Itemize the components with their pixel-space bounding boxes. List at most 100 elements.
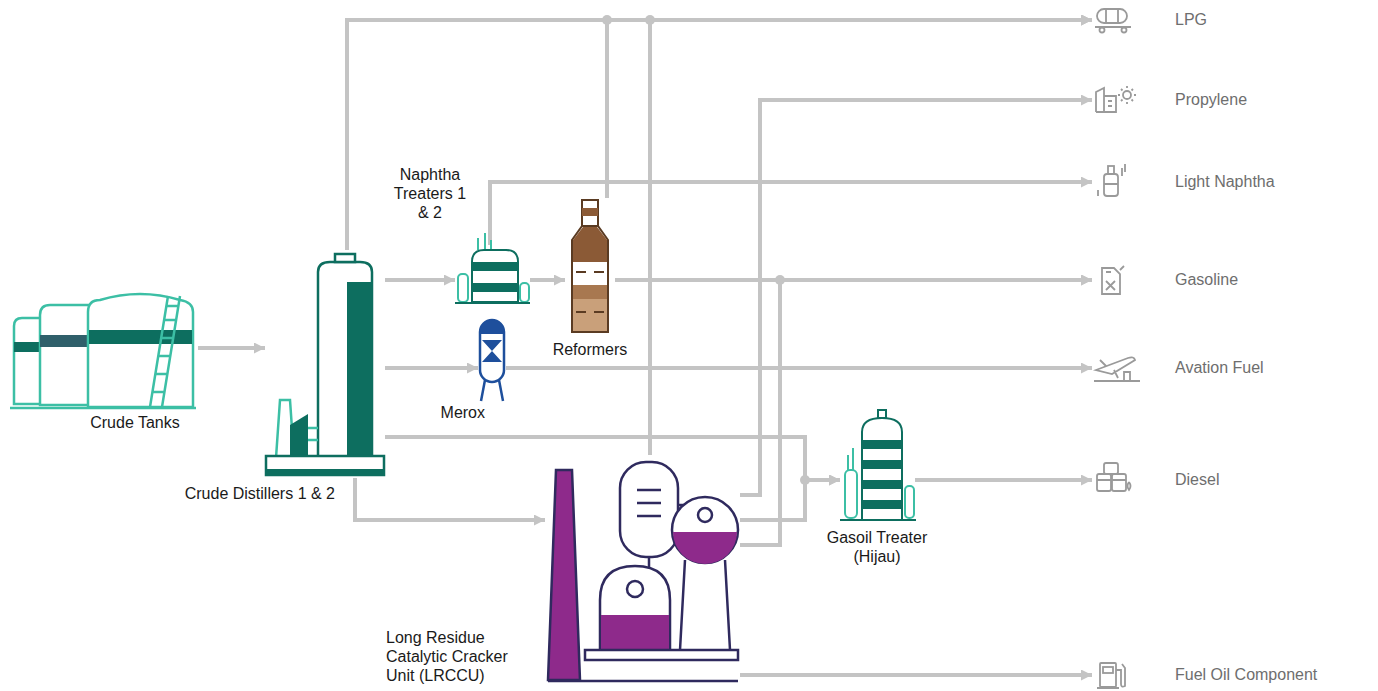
product-item: Fuel Oil Component (1092, 657, 1317, 691)
product-icon (1098, 164, 1125, 196)
cracker-illustration (627, 581, 643, 597)
product-icon (1096, 88, 1116, 112)
merox-illustration (480, 320, 504, 382)
cracker-illustration (680, 560, 730, 650)
product-icon (1104, 174, 1118, 196)
distiller-illustration (266, 254, 384, 476)
junction-dot (775, 275, 785, 285)
hijau-illustration (840, 519, 916, 521)
distiller-illustration (267, 469, 383, 475)
unit-label: Long Residue Catalytic Cracker Unit (LRC… (386, 628, 538, 685)
treater-illustration (455, 302, 530, 304)
product-label: Light Naphtha (1175, 164, 1275, 200)
product-icon (1122, 28, 1127, 33)
reformer-illustration (572, 200, 608, 332)
flow-line (347, 20, 1092, 250)
product-label: Propylene (1175, 82, 1247, 118)
cracker-illustration (620, 462, 678, 557)
cracker-illustration (672, 497, 738, 563)
unit-label: Merox (441, 403, 485, 422)
product-label: Fuel Oil Component (1175, 657, 1317, 691)
product-label: Avation Fuel (1175, 350, 1264, 386)
cracker-illustration (548, 470, 580, 680)
hijau-illustration (840, 410, 916, 520)
product-icon (1104, 463, 1118, 474)
unit-label: Crude Distillers 1 & 2 (185, 484, 335, 503)
hijau-illustration (905, 486, 914, 518)
product-item: Gasoline (1092, 262, 1238, 298)
flow-line (915, 478, 1092, 482)
reformer-illustration (582, 200, 598, 226)
product-icon (1097, 480, 1131, 490)
distiller-illustration (335, 254, 355, 262)
flow-line (385, 278, 455, 282)
process-unit: Crude Tanks (10, 292, 198, 410)
flow-line (740, 100, 1092, 495)
distiller-illustration (318, 262, 372, 476)
process-unit: Merox (478, 315, 506, 403)
treater-illustration (472, 262, 518, 271)
reformer-illustration (572, 226, 608, 332)
cracker-illustration (601, 615, 669, 649)
cracker-illustration (673, 532, 737, 564)
hijau-illustration (862, 480, 902, 489)
junction-dot (602, 15, 810, 485)
flow-line (355, 478, 545, 520)
merox-illustration (482, 340, 502, 362)
distiller-illustration (308, 428, 318, 440)
treater-illustration (472, 283, 518, 292)
product-icon (1100, 28, 1105, 33)
product-icon (1094, 357, 1140, 381)
tank-illustration (88, 294, 193, 407)
cracker-illustration (548, 680, 738, 683)
hijau-illustration (862, 460, 902, 469)
product-icon (1095, 9, 1131, 27)
product-item: Propylene (1092, 82, 1247, 118)
product-icon (1103, 667, 1113, 673)
product-icon (1102, 266, 1124, 294)
merox-illustration (480, 320, 504, 401)
reformer-illustration (573, 285, 607, 299)
flow-line (740, 280, 1092, 545)
treater-illustration (458, 274, 468, 302)
flow-line (607, 20, 1092, 198)
product-icon (1112, 474, 1126, 491)
process-unit: Naphtha Treaters 1 & 2 (455, 245, 530, 305)
distiller-illustration (290, 414, 308, 458)
hijau-illustration (878, 410, 886, 418)
flow-line (740, 673, 1092, 677)
hijau-illustration (862, 440, 902, 449)
unit-label: Reformers (553, 340, 628, 359)
reformer-illustration (582, 208, 598, 216)
cracker-illustration (585, 650, 738, 660)
distiller-illustration (266, 456, 384, 475)
product-icon (1123, 91, 1131, 99)
unit-label: Gasoil Treater (Hijau) (812, 528, 942, 566)
product-item: LPG (1092, 2, 1207, 38)
product-icon (1097, 664, 1125, 688)
process-unit: Reformers (565, 198, 615, 335)
flow-line (385, 437, 840, 480)
unit-label: Crude Tanks (90, 413, 180, 432)
flow-line (650, 20, 1092, 455)
merox-illustration (480, 320, 504, 334)
tank-illustration (10, 294, 196, 408)
process-unit: Long Residue Catalytic Cracker Unit (LRC… (545, 455, 740, 685)
product-label: Diesel (1175, 462, 1219, 498)
product-icon (1108, 166, 1114, 174)
flow-line (385, 366, 478, 370)
flow-line (740, 480, 840, 520)
distiller-illustration (347, 282, 372, 476)
junction-dot (800, 475, 810, 485)
treater-illustration (520, 283, 529, 302)
product-item: Diesel (1092, 462, 1219, 498)
cracker-illustration (548, 462, 738, 681)
treater-illustration (455, 233, 530, 303)
reformer-illustration (573, 299, 607, 331)
product-icon (1118, 86, 1136, 104)
process-unit: Gasoil Treater (Hijau) (840, 410, 915, 522)
junction-dot (645, 15, 655, 25)
tank-illustration (150, 296, 180, 407)
